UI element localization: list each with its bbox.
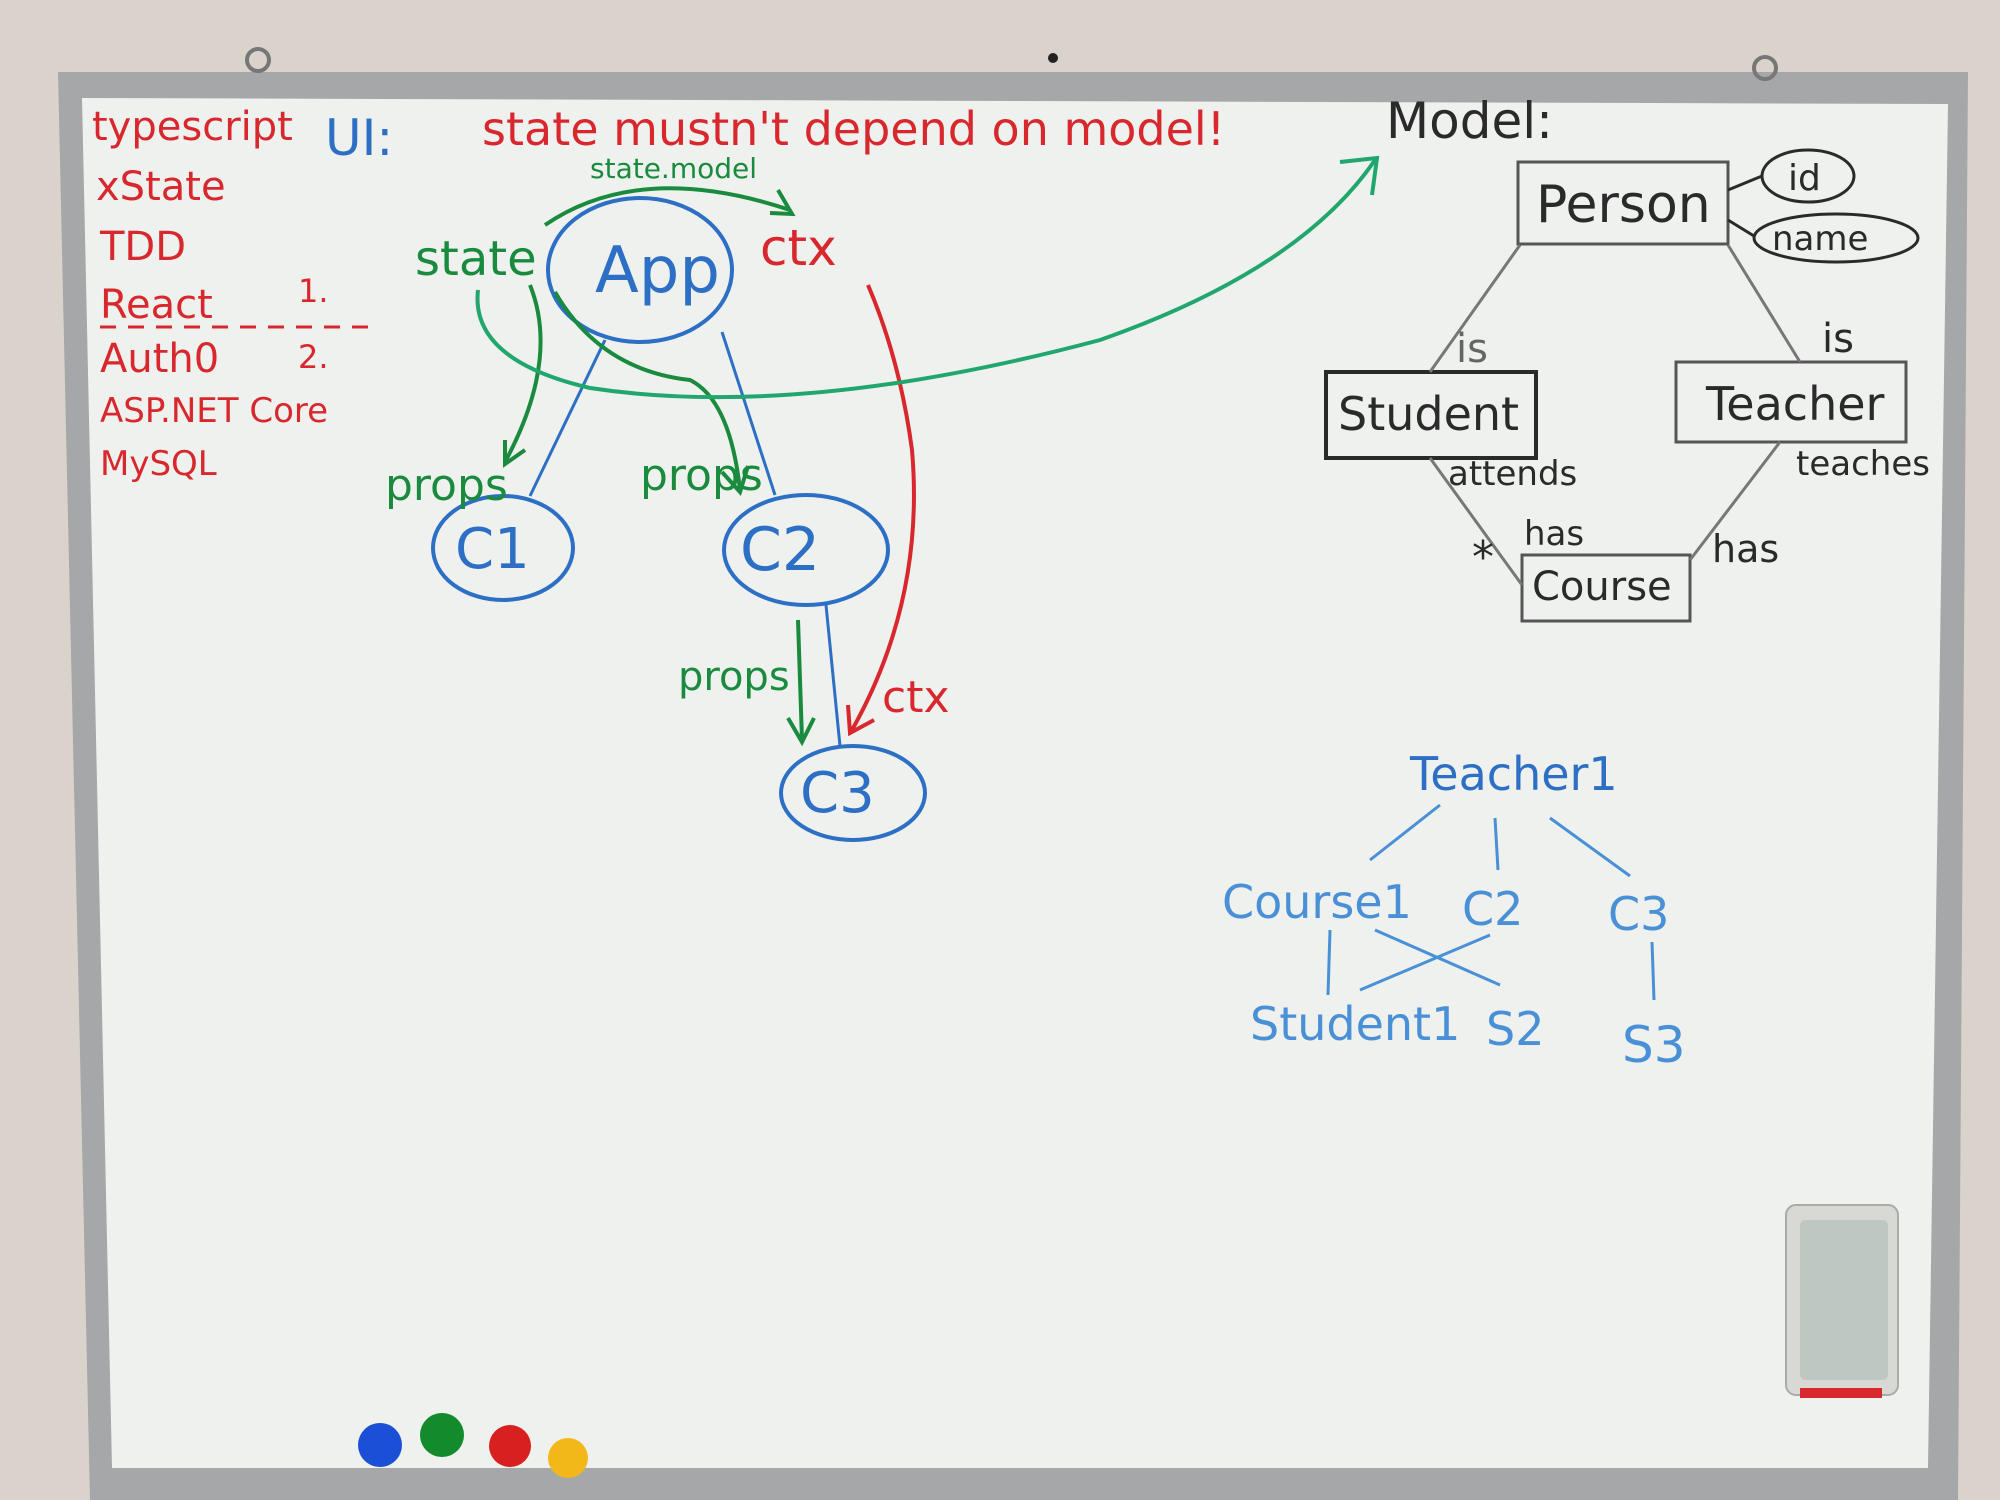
props-label: props (385, 460, 508, 511)
magnets (358, 1413, 588, 1478)
wall-nail (1048, 53, 1058, 63)
instance-teacher: Teacher1 (1409, 747, 1618, 801)
state-model-arrow (543, 186, 791, 227)
hanger-right (1752, 55, 1778, 81)
magnet-green (420, 1413, 464, 1457)
model-heading: Model: (1386, 92, 1553, 150)
props-arrow-c2 (553, 290, 742, 491)
props-label: props (678, 654, 790, 700)
app-node (546, 196, 734, 344)
ctx-label-lower: ctx (882, 672, 949, 723)
list-number: 1. (298, 272, 329, 310)
person-box (1516, 160, 1730, 246)
teacher-label: Teacher (1705, 377, 1885, 431)
magnet-red (489, 1425, 531, 1467)
is-label: is (1822, 316, 1854, 362)
instance-course: C2 (1462, 882, 1523, 936)
has-label: has (1524, 514, 1584, 554)
ui-rule: state mustn't depend on model! (482, 102, 1225, 156)
magnet-yellow (548, 1438, 588, 1478)
list-item: React (100, 282, 213, 328)
magnet-blue (358, 1423, 402, 1467)
ui-heading: UI: (325, 109, 393, 167)
c2-node (722, 493, 890, 607)
name-attribute (1752, 212, 1920, 264)
instance-student: Student1 (1250, 997, 1460, 1051)
instance-diagram: Teacher1 Course1 C2 C3 Student1 S2 S3 (1222, 747, 1686, 1074)
list-item: xState (96, 164, 226, 210)
list-item: typescript (92, 104, 293, 150)
props-arrow-c1 (503, 284, 543, 463)
tech-list: typescript xState TDD React Auth0 ASP.NE… (92, 104, 368, 484)
teacher-box (1674, 360, 1908, 444)
instance-course: Course1 (1222, 875, 1412, 929)
person-label: Person (1536, 175, 1711, 235)
is-label: is (1456, 326, 1488, 372)
ctx-label: ctx (760, 219, 837, 277)
c3-node (779, 744, 927, 842)
props-arrow-c3 (796, 619, 804, 741)
attends-label: attends (1448, 454, 1577, 494)
teaches-label: teaches (1796, 444, 1930, 484)
c1-label: C1 (455, 517, 530, 582)
list-number: 2. (298, 338, 329, 376)
app-label: App (595, 234, 720, 308)
course-box (1520, 553, 1692, 623)
c1-node (431, 494, 575, 602)
state-to-model-arrow (475, 158, 1377, 400)
model-diagram: Model: Person id name Student Teacher Co… (1324, 92, 1930, 623)
props-label: props (640, 450, 763, 501)
instance-student: S3 (1622, 1016, 1686, 1074)
ui-diagram: UI: state mustn't depend on model! state… (325, 102, 1380, 842)
id-label: id (1788, 158, 1821, 199)
instance-course: C3 (1608, 887, 1669, 941)
instance-student: S2 (1486, 1002, 1544, 1056)
ctx-arrow (850, 284, 916, 731)
list-item: ASP.NET Core (100, 391, 328, 431)
eraser (1785, 1204, 1899, 1398)
state-label: state (415, 231, 537, 287)
c2-label: C2 (740, 515, 820, 585)
name-label: name (1772, 219, 1868, 259)
hanger-left (245, 47, 271, 73)
list-item: TDD (99, 224, 186, 270)
multiplicity-label: * (1472, 532, 1494, 583)
list-item: Auth0 (100, 336, 219, 382)
course-label: Course (1532, 564, 1672, 610)
student-label: Student (1338, 387, 1519, 441)
state-model-label: state.model (590, 152, 757, 185)
list-item: MySQL (100, 444, 217, 484)
has-label: has (1712, 527, 1779, 571)
board-surface (82, 98, 1948, 1468)
c3-label: C3 (800, 761, 875, 826)
